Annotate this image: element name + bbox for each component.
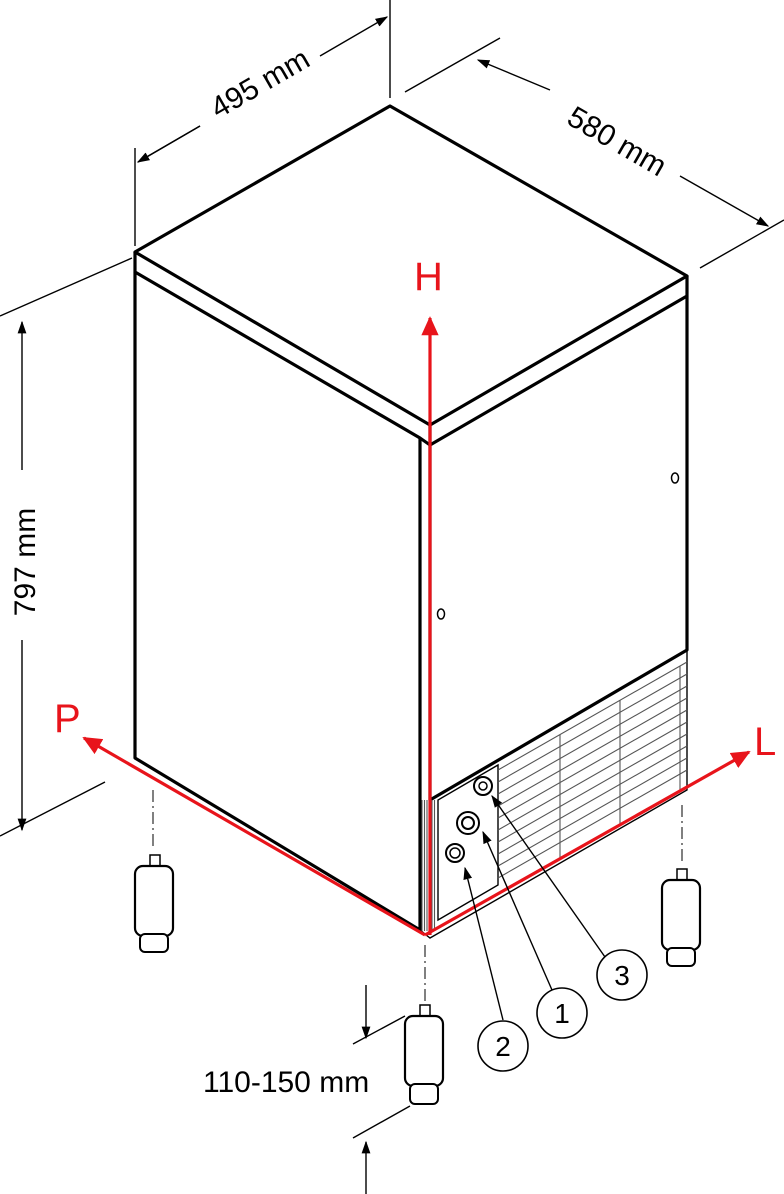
callout-1: 1 bbox=[536, 987, 588, 1039]
lid-lip bbox=[133, 252, 689, 447]
width-dimension: 495 mm bbox=[134, 0, 391, 246]
machine-body bbox=[133, 104, 689, 939]
height-dimension: 797 mm bbox=[0, 257, 133, 837]
axis-arrows bbox=[82, 316, 751, 937]
foot-front-icon bbox=[403, 945, 445, 1105]
feet-dimension: 110-150 mm bbox=[203, 985, 411, 1194]
grille-slats bbox=[421, 661, 688, 931]
callout-3-label: 3 bbox=[614, 960, 630, 991]
foot-left-icon bbox=[133, 790, 175, 953]
depth-dimension-label: 580 mm bbox=[562, 100, 672, 183]
depth-axis-line bbox=[82, 736, 426, 937]
callout-1-label: 1 bbox=[554, 998, 570, 1029]
handle-right-icon bbox=[670, 472, 680, 484]
fitting-3-icon bbox=[473, 776, 493, 796]
depth-dimension: 580 mm bbox=[404, 37, 784, 269]
callout-3: 3 bbox=[596, 949, 648, 1001]
top-face bbox=[133, 104, 689, 427]
fitting-1-icon bbox=[456, 811, 480, 835]
height-dimension-label: 797 mm bbox=[9, 508, 42, 616]
callout-leaders bbox=[463, 794, 606, 1021]
width-axis-label: L bbox=[754, 720, 776, 764]
callout-2: 2 bbox=[477, 1020, 529, 1072]
width-dimension-label: 495 mm bbox=[205, 42, 315, 125]
ventilation-grille bbox=[419, 650, 688, 939]
callout-2-label: 2 bbox=[495, 1031, 511, 1062]
fitting-2-icon bbox=[445, 843, 465, 863]
left-face bbox=[133, 272, 422, 932]
foot-right-icon bbox=[660, 805, 702, 967]
depth-axis-label: P bbox=[54, 697, 81, 741]
width-axis-line bbox=[424, 750, 751, 937]
connection-plate bbox=[437, 763, 499, 922]
handle-left-icon bbox=[436, 608, 446, 620]
feet-dimension-label: 110-150 mm bbox=[203, 1066, 369, 1099]
height-axis-label: H bbox=[414, 255, 443, 299]
